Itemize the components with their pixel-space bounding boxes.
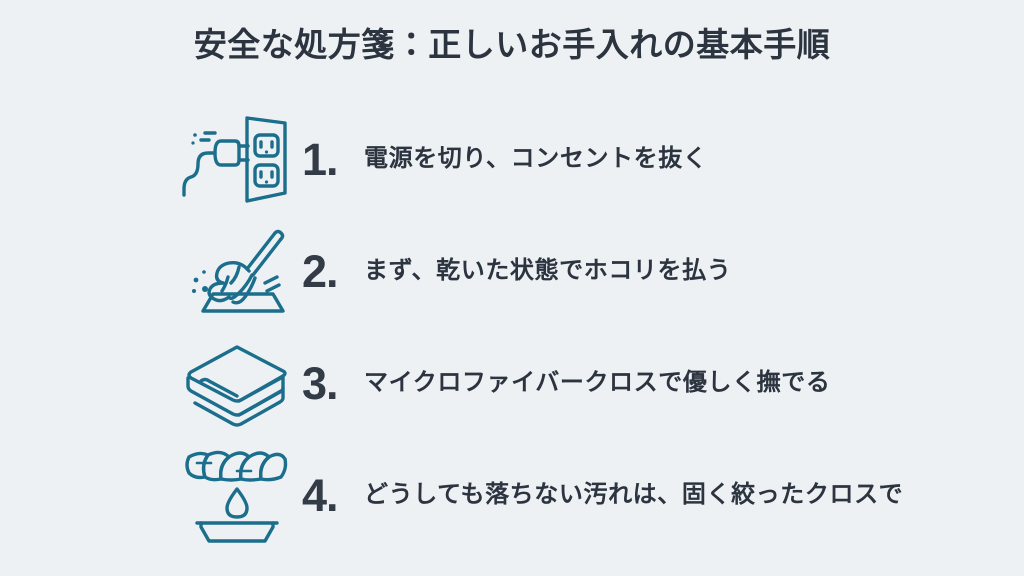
list-item: 3. マイクロファイバークロスで優しく撫でる xyxy=(178,327,1008,439)
list-item: 2. まず、乾いた状態でホコリを払う xyxy=(178,215,1008,327)
plug-outlet-icon xyxy=(178,111,296,207)
wrung-cloth-basin-icon xyxy=(178,447,296,543)
feather-duster-icon xyxy=(178,223,296,319)
folded-cloth-icon xyxy=(178,335,296,431)
step-number: 4. xyxy=(302,469,339,521)
step-number: 2. xyxy=(302,245,339,297)
step-text: 電源を切り、コンセントを抜く xyxy=(364,144,708,172)
page-title: 安全な処方箋：正しいお手入れの基本手順 xyxy=(193,26,831,63)
step-text: マイクロファイバークロスで優しく撫でる xyxy=(364,368,831,396)
step-number: 1. xyxy=(302,133,339,185)
step-text: まず、乾いた状態でホコリを払う xyxy=(364,256,732,284)
steps-list: 1. 電源を切り、コンセントを抜く xyxy=(178,103,1008,551)
list-item: 1. 電源を切り、コンセントを抜く xyxy=(178,103,1008,215)
step-text: どうしても落ちない汚れは、固く絞ったクロスで xyxy=(364,480,904,508)
step-number: 3. xyxy=(302,357,339,409)
list-item: 4. どうしても落ちない汚れは、固く絞ったクロスで xyxy=(178,439,1008,551)
